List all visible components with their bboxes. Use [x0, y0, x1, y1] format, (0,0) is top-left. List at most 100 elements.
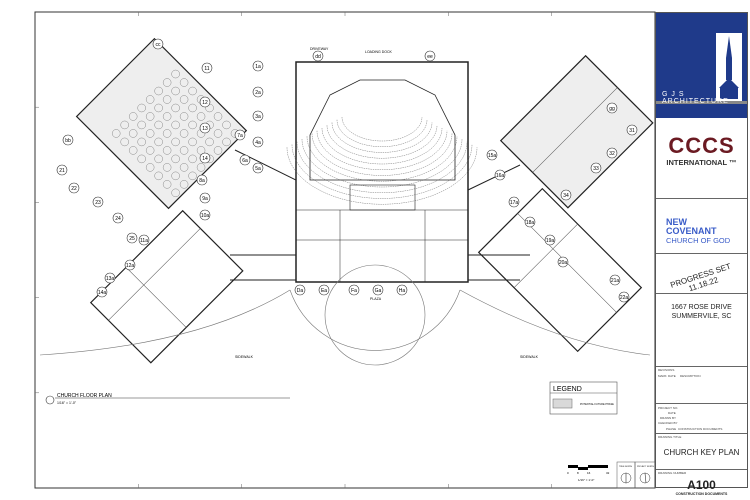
- architect-panel: G J S ARCHITECTURE: [656, 13, 747, 118]
- grid-bubble-circle: [201, 62, 213, 74]
- grid-bubble-label: 11: [204, 66, 209, 72]
- grid-bubble: Ea: [318, 284, 330, 296]
- grid-bubble: 9a: [199, 192, 211, 204]
- grid-bubble: Ga: [372, 284, 384, 296]
- table-icon: [171, 86, 180, 96]
- table-icon: [120, 137, 129, 147]
- grid-bubble-circle: [234, 129, 246, 141]
- table-icon: [154, 137, 163, 147]
- grid-bubble-label: 7a: [237, 133, 243, 139]
- drawing-title: CHURCH KEY PLAN: [663, 448, 740, 457]
- table-icon: [205, 137, 214, 147]
- grid-bubble-label: 34: [563, 193, 569, 199]
- grid-bubble: 4a: [252, 136, 264, 148]
- drawn-by-label: DRAWN BY: [660, 416, 677, 420]
- sidewalk-label: SIDEWALK: [520, 355, 539, 359]
- grid-bubble: ee: [424, 50, 436, 62]
- seat-row: [296, 141, 468, 193]
- grid-bubble-label: Ga: [375, 288, 382, 294]
- grid-bubble-label: 12: [202, 100, 208, 106]
- grid-bubble-label: 11a: [140, 238, 148, 244]
- grid-bubble-circle: [252, 86, 264, 98]
- revisions-label: REVISIONS: [658, 368, 675, 372]
- grid-bubble-label: 33: [593, 166, 599, 172]
- table-icon: [171, 120, 180, 130]
- plan-title-bubble: [45, 395, 55, 405]
- grid-bubble: 12: [199, 96, 211, 108]
- grid-bubble-circle: [199, 96, 211, 108]
- table-icon: [162, 163, 172, 172]
- grid-bubble-label: 17a: [510, 200, 519, 206]
- grid-bubble-label: 24: [115, 216, 121, 222]
- grid-bubble-circle: [152, 38, 164, 50]
- grid-bubble: Da: [294, 284, 306, 296]
- consultant-subtitle: INTERNATIONAL ™: [666, 158, 737, 167]
- table-icon: [179, 129, 189, 138]
- table-icon: [171, 154, 180, 164]
- scale-tick: 16: [587, 471, 591, 475]
- grid-bubble: 17a: [508, 196, 520, 208]
- table-icon: [137, 120, 146, 130]
- grid-bubble-circle: [196, 174, 208, 186]
- grid-bubble-label: 13: [202, 126, 208, 132]
- scale-tick: 32: [606, 471, 610, 475]
- table-icon: [171, 171, 180, 181]
- table-icon: [171, 137, 180, 147]
- grid-bubble-circle: [372, 284, 384, 296]
- table-icon: [213, 129, 223, 138]
- table-icon: [112, 129, 121, 138]
- table-icon: [154, 154, 163, 164]
- grid-bubble-circle: [486, 149, 498, 161]
- table-icon: [145, 95, 155, 104]
- grid-bubble-circle: [96, 286, 108, 298]
- seat-row: [321, 127, 443, 165]
- table-icon: [154, 171, 163, 181]
- grid-bubble: 6a: [239, 154, 251, 166]
- table-icon: [145, 129, 155, 138]
- grid-bubble-circle: [544, 234, 556, 246]
- table-icon: [154, 120, 163, 130]
- grid-bubble: 12a: [124, 259, 136, 271]
- grid-bubble-circle: [112, 212, 124, 224]
- scale-label: 1/16" = 1'-0": [578, 478, 594, 482]
- grid-bubble: 11a: [138, 234, 150, 246]
- grid-bubble: 32: [606, 147, 618, 159]
- grid-bubble: 22: [68, 182, 80, 194]
- consultant-logo: CCCS: [668, 133, 735, 158]
- table-icon: [162, 129, 172, 138]
- grid-bubble-label: 19a: [546, 238, 555, 244]
- table-icon: [120, 120, 129, 130]
- grid-bubble: 14a: [96, 286, 108, 298]
- scale-bar: 0 8 16 32 1/16" = 1'-0": [567, 465, 610, 482]
- grid-bubble: 20a: [557, 256, 569, 268]
- grid-bubble-circle: [524, 216, 536, 228]
- wing-lower-right: [477, 187, 643, 353]
- grid-bubble: 3a: [252, 110, 264, 122]
- table-icon: [162, 95, 172, 104]
- grid-bubble: cc: [152, 38, 164, 50]
- grid-bubble-circle: [124, 259, 136, 271]
- client-line: NEW: [666, 217, 687, 227]
- drawing-number-label: DRAWING NUMBER: [658, 471, 687, 475]
- table-icon: [145, 146, 155, 155]
- grid-bubble-circle: [199, 209, 211, 221]
- table-icon: [196, 163, 206, 172]
- title-block: G J S ARCHITECTURE CCCS INTERNATIONAL ™ …: [655, 12, 748, 496]
- sidewalk-label: SIDEWALK: [235, 355, 254, 359]
- grid-bubble-label: 32: [609, 151, 615, 157]
- table-icon: [145, 163, 155, 172]
- table-icon: [188, 86, 197, 96]
- grid-bubble-circle: [62, 134, 74, 146]
- table-icon: [213, 146, 223, 155]
- grid-bubble-label: 18a: [526, 220, 535, 226]
- grid-bubble-circle: [424, 50, 436, 62]
- plan-title: CHURCH FLOOR PLAN: [57, 393, 112, 399]
- grid-bubble-label: Ha: [399, 288, 406, 294]
- grid-bubble-label: 22: [71, 186, 77, 192]
- corridors: [230, 149, 530, 281]
- grid-bubble-label: 6a: [242, 158, 248, 164]
- table-icon: [128, 129, 138, 138]
- seat-row: [341, 116, 423, 142]
- seat-row: [291, 144, 473, 199]
